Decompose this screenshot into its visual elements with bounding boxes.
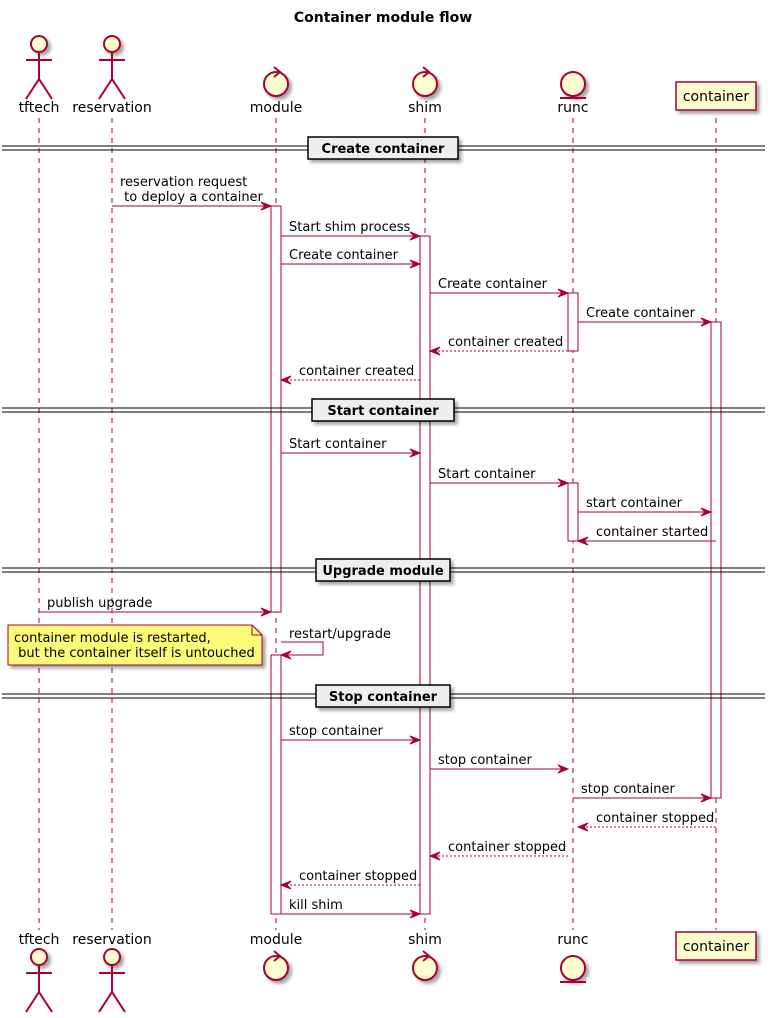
message-label: Create container — [289, 248, 399, 263]
message-label: container stopped — [299, 869, 417, 884]
message-label: container stopped — [596, 811, 714, 826]
message-arrow: Create container — [578, 306, 713, 327]
message-arrow: Start shim process — [281, 220, 422, 241]
participant-label: reservation — [72, 932, 151, 948]
message-arrow: Create container — [281, 248, 422, 269]
message-arrow: start container — [578, 496, 713, 517]
message-arrow: kill shim — [281, 898, 422, 919]
participant-top-module: module — [250, 66, 302, 116]
participant-bottom-shim: shim — [408, 932, 442, 981]
participant-label: runc — [557, 100, 588, 116]
message-label: container stopped — [448, 840, 566, 855]
message-label: container created — [299, 364, 414, 379]
participant-label: container — [683, 89, 750, 105]
message-label: publish upgrade — [47, 596, 152, 611]
message-label: start container — [586, 496, 683, 511]
message-arrow: container stopped — [279, 869, 420, 890]
message-label: Create container — [586, 306, 696, 321]
activation-bar-module — [270, 654, 282, 915]
message-arrow: stop container — [573, 782, 713, 803]
divider-label: Upgrade module — [322, 564, 443, 579]
section-divider: Start container — [2, 398, 765, 422]
activation-bar-module — [270, 205, 282, 613]
participant-bottom-module: module — [250, 932, 302, 981]
diagram-title: Container module flow — [294, 10, 472, 26]
participant-label: container — [683, 939, 750, 955]
participant-label: shim — [408, 100, 442, 116]
message-label: restart/upgrade — [289, 627, 391, 642]
message-arrow: stop container — [430, 753, 570, 774]
section-divider: Create container — [2, 136, 765, 160]
message-arrow: Create container — [430, 277, 570, 298]
participant-label: tftech — [19, 100, 60, 116]
note-text: container module is restarted, but the c… — [14, 631, 255, 661]
activation-bar-runc — [567, 482, 579, 542]
participant-label: reservation — [72, 100, 151, 116]
divider-label: Create container — [322, 142, 446, 157]
participant-bottom-reservation: reservation — [72, 932, 152, 1013]
divider-label: Start container — [327, 404, 439, 419]
message-label: Create container — [438, 277, 548, 292]
message-label: stop container — [438, 753, 532, 768]
message-arrow: container stopped — [576, 811, 716, 832]
message-arrow: Start container — [430, 467, 570, 488]
message-label: Start container — [289, 437, 387, 452]
message-arrow: container stopped — [428, 840, 568, 861]
message-label: container started — [596, 525, 708, 540]
section-divider: Upgrade module — [2, 558, 765, 582]
message-label: Start shim process — [289, 220, 410, 235]
message-label: stop container — [581, 782, 675, 797]
activation-bar-runc — [567, 292, 579, 352]
participant-top-tftech: tftech — [19, 35, 60, 116]
message-label: kill shim — [289, 898, 343, 913]
participant-top-container: container — [675, 81, 757, 111]
message-arrow: publish upgrade — [39, 596, 273, 617]
participant-label: shim — [408, 932, 442, 948]
message-arrow: stop container — [281, 724, 422, 745]
divider-label: Stop container — [329, 690, 438, 705]
message-arrow: Start container — [281, 437, 422, 458]
participant-bottom-runc: runc — [557, 932, 589, 983]
participant-label: module — [250, 100, 302, 116]
activation-bar-container — [710, 321, 722, 799]
participant-label: runc — [557, 932, 588, 948]
message-label: stop container — [289, 724, 383, 739]
section-divider: Stop container — [2, 684, 765, 708]
participant-top-runc: runc — [557, 71, 589, 116]
message-arrow: restart/upgrade — [279, 627, 391, 660]
participant-label: tftech — [19, 932, 60, 948]
note: container module is restarted, but the c… — [7, 624, 263, 666]
message-arrow: container started — [576, 525, 716, 546]
message-arrow: container created — [279, 364, 420, 385]
participant-top-shim: shim — [408, 66, 442, 116]
message-arrow: container created — [428, 335, 568, 356]
message-arrow: reservation request to deploy a containe… — [112, 175, 273, 211]
message-label: Start container — [438, 467, 536, 482]
message-label: reservation request to deploy a containe… — [120, 175, 264, 205]
message-label: container created — [448, 335, 563, 350]
participant-bottom-tftech: tftech — [19, 932, 60, 1013]
participant-bottom-container: container — [675, 931, 757, 961]
participant-top-reservation: reservation — [72, 35, 152, 116]
participant-label: module — [250, 932, 302, 948]
